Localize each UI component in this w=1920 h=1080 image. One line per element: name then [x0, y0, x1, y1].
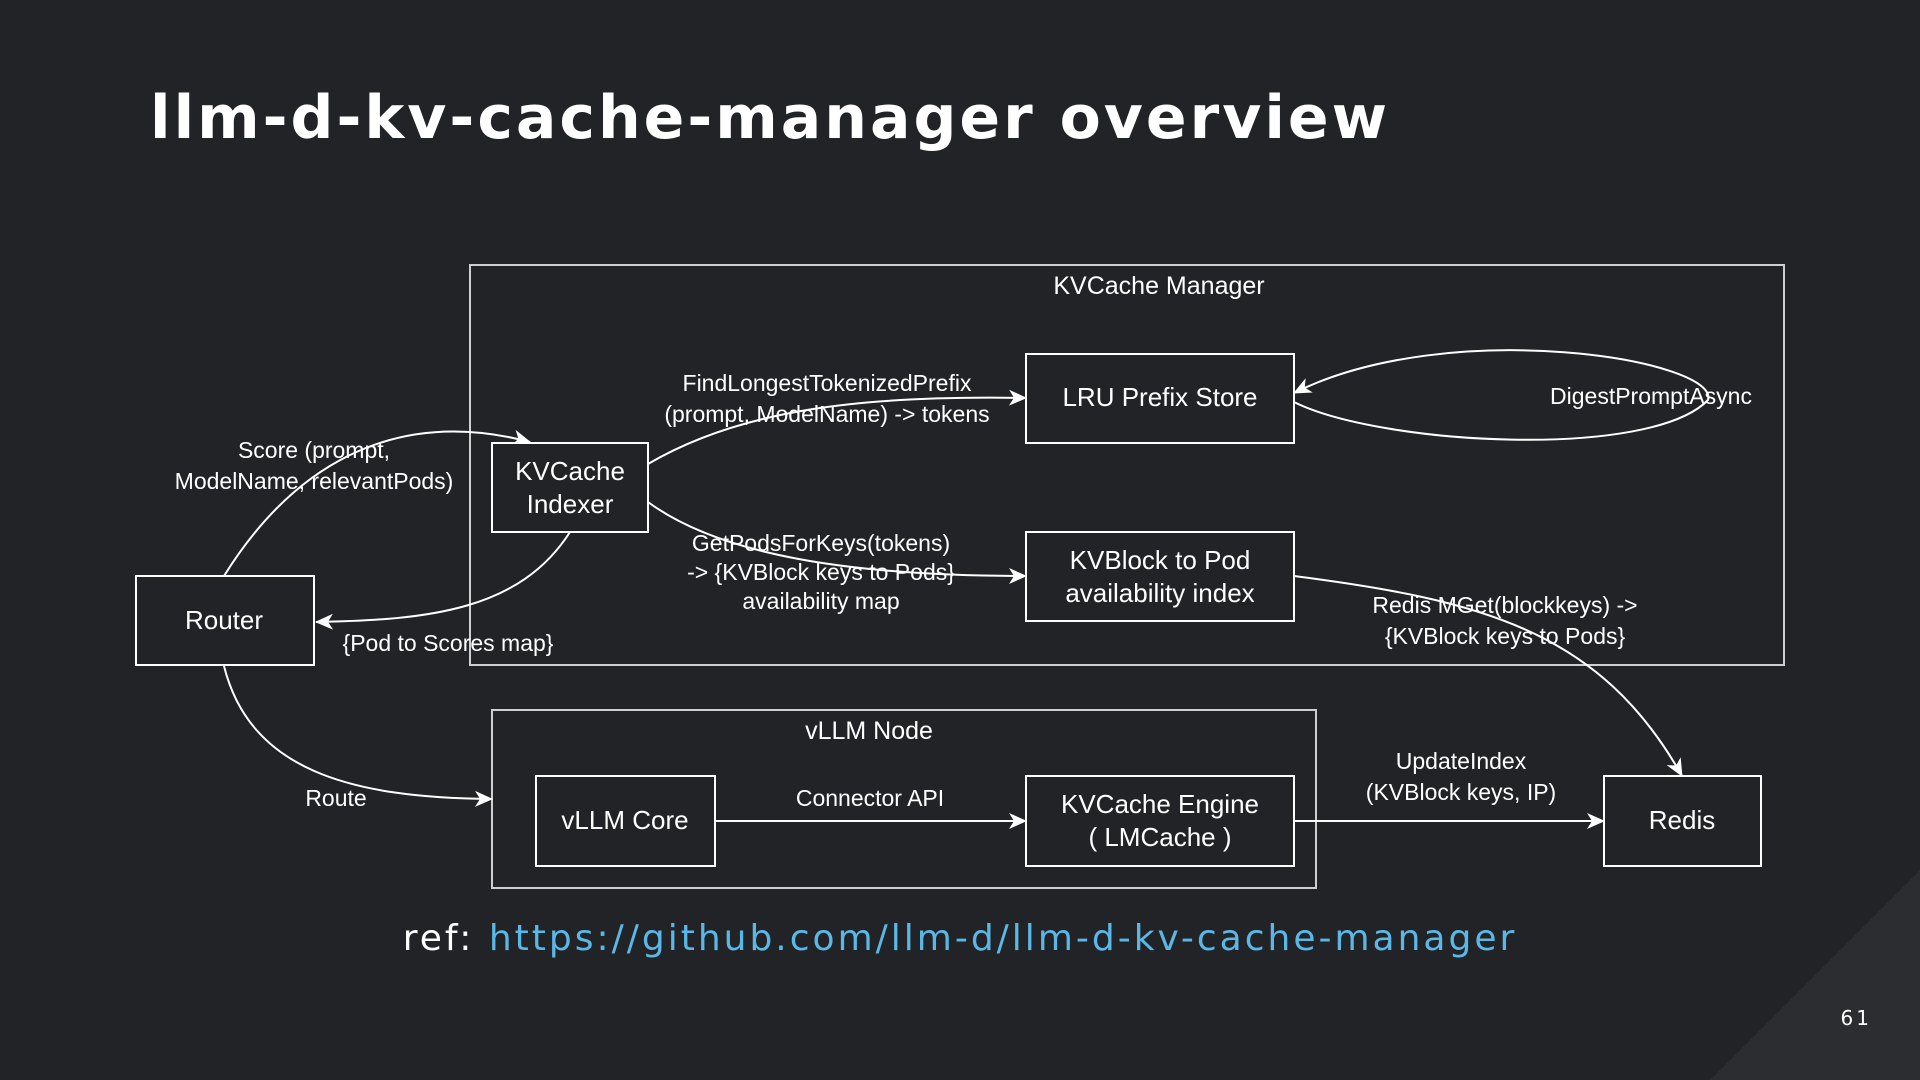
indexer-label-line2: Indexer	[527, 489, 614, 519]
get-pods-label-line3: availability map	[742, 588, 899, 614]
indexer-label-line1: KVCache	[515, 456, 625, 486]
lru-prefix-store-label: LRU Prefix Store	[1062, 382, 1257, 412]
engine-label-line2: ( LMCache )	[1088, 822, 1231, 852]
digest-label: DigestPromptAsync	[1550, 383, 1752, 409]
engine-label-line1: KVCache Engine	[1061, 789, 1259, 819]
kvblock-label-line1: KVBlock to Pod	[1070, 545, 1251, 575]
find-prefix-label-line1: FindLongestTokenizedPrefix	[683, 370, 972, 396]
get-pods-label-line1: GetPodsForKeys(tokens)	[692, 530, 950, 556]
kvcache-manager-group: KVCache Manager	[469, 264, 1785, 666]
reference-line: ref: https://github.com/llm-d/llm-d-kv-c…	[0, 918, 1920, 959]
router-label: Router	[185, 605, 263, 635]
kvcache-engine-node	[1025, 775, 1295, 867]
redis-node	[1603, 775, 1762, 867]
kvcache-indexer-node	[491, 442, 649, 533]
vllm-core-label: vLLM Core	[561, 805, 688, 835]
edge-redis-mget	[1293, 575, 1683, 777]
page-number: 61	[1840, 1006, 1872, 1030]
kvcache-manager-label: KVCache Manager	[1053, 272, 1264, 300]
router-node	[135, 575, 315, 666]
score-label-line1: Score (prompt,	[238, 437, 390, 463]
kvblock-label-line2: availability index	[1065, 578, 1254, 608]
edge-find-prefix	[647, 389, 1027, 465]
score-label-line2: ModelName, relevantPods)	[175, 468, 454, 494]
vllm-node-label: vLLM Node	[805, 717, 933, 745]
lru-prefix-store-node	[1025, 353, 1295, 444]
update-index-label-line2: (KVBlock keys, IP)	[1366, 779, 1556, 805]
mget-label-line2: {KVBlock keys to Pods}	[1385, 623, 1626, 649]
route-label: Route	[305, 785, 366, 811]
edge-get-pods	[647, 501, 1027, 584]
edge-pod-scores	[315, 531, 571, 630]
repo-link[interactable]: https://github.com/llm-d/llm-d-kv-cache-…	[488, 918, 1518, 959]
find-prefix-label-line2: (prompt, ModelName) -> tokens	[664, 401, 989, 427]
get-pods-label-line2: -> {KVBlock keys to Pods}	[687, 559, 955, 585]
vllm-core-node	[535, 775, 716, 867]
redis-label: Redis	[1649, 805, 1715, 835]
edge-route	[223, 665, 493, 807]
edge-digest	[1293, 349, 1710, 441]
pod-scores-label: {Pod to Scores map}	[343, 630, 554, 656]
kvblock-pod-index-node	[1025, 531, 1295, 622]
mget-label-line1: Redis MGet(blockkeys) ->	[1372, 592, 1637, 618]
slide-title: llm-d-kv-cache-manager overview	[150, 83, 1391, 153]
edge-score	[223, 429, 531, 577]
ref-prefix: ref:	[402, 918, 489, 959]
connector-api-label: Connector API	[796, 785, 944, 811]
update-index-label-line1: UpdateIndex	[1396, 748, 1527, 774]
